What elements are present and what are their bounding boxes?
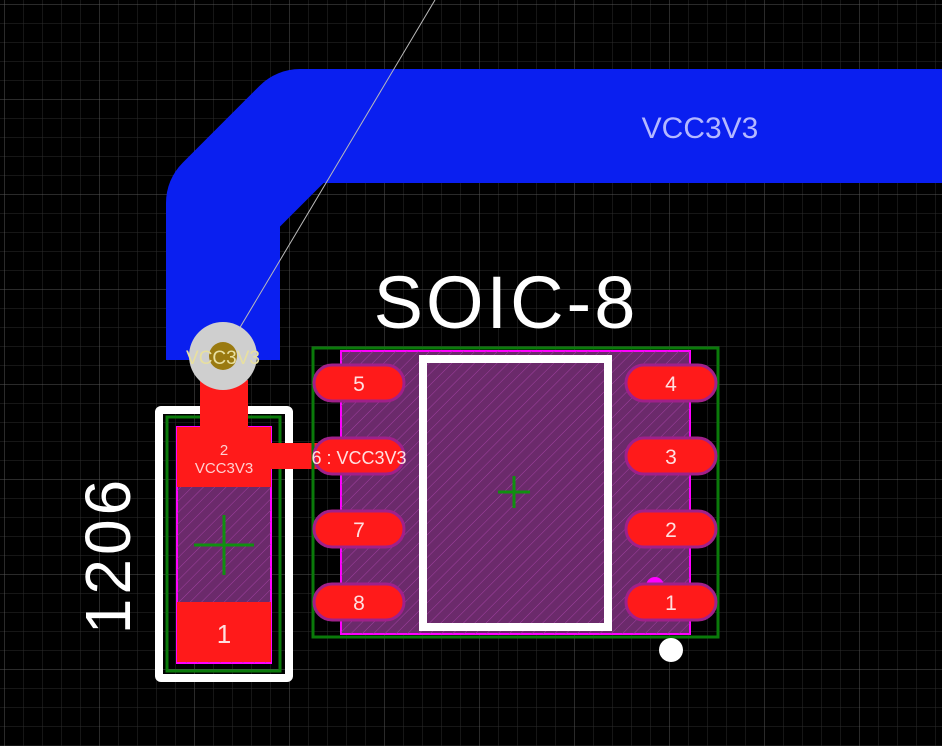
vcc-track[interactable] [166,69,942,360]
pad-1-number: 1 [217,619,231,649]
ic-pad-4[interactable]: 4 [624,363,718,403]
pad-1-number: 1 [665,592,677,615]
pad-2-copper [624,509,718,549]
ic-pad-8[interactable]: 8 [312,582,406,622]
ic-silkscreen-body [419,355,612,631]
pad-6-copper [312,436,406,476]
pin-1-silkscreen-dot [659,638,683,662]
pad-8-copper [312,582,406,622]
pad-8-number: 8 [353,592,365,615]
pad-2-net: VCC3V3 [195,460,253,477]
pad-7-number: 7 [353,519,365,542]
pad-2-copper [177,427,271,487]
via-hole [209,342,237,370]
pad-2-number: 2 [220,442,228,459]
pad-6-label: 6 : VCC3V3 [311,448,406,468]
resistor-pad-2[interactable]: 2 VCC3V3 [177,427,321,487]
ic-pad-6[interactable]: 6 : VCC3V3 [311,436,407,476]
via[interactable]: VCC3V3 [186,322,260,390]
ic-footprint-label: SOIC-8 [374,261,639,344]
via-net-label: VCC3V3 [186,348,260,369]
pad-5-copper [312,363,406,403]
pad-5-number: 5 [353,373,365,396]
pad-2-number: 2 [665,519,677,542]
resistor-footprint-label: 1206 [72,476,144,634]
resistor-center-crosshair [194,515,254,575]
resistor-1206[interactable]: 2 VCC3V3 1 1206 [72,380,321,682]
ic-center-crosshair [498,476,530,508]
ic-courtyard [311,346,720,639]
ic-pad-3[interactable]: 3 [624,436,718,476]
pad-7-copper [312,509,406,549]
ic-pad-7[interactable]: 7 [312,509,406,549]
ic-soic-8[interactable]: SOIC-8 5 6 : VCC3V3 7 8 [311,261,720,662]
ic-pad-2[interactable]: 2 [624,509,718,549]
pad-4-copper [624,363,718,403]
pad-3-number: 3 [665,446,677,469]
pad-4-number: 4 [665,373,677,396]
resistor-pad-1[interactable]: 1 [177,602,271,662]
ic-pad-5[interactable]: 5 [312,363,406,403]
ratsnest-line [222,0,436,357]
pad-1-copper [624,582,718,622]
pad-3-copper [624,436,718,476]
track-net-label: VCC3V3 [642,112,759,145]
pad-1-copper [177,602,271,662]
ic-pad-1[interactable]: 1 [624,582,718,622]
